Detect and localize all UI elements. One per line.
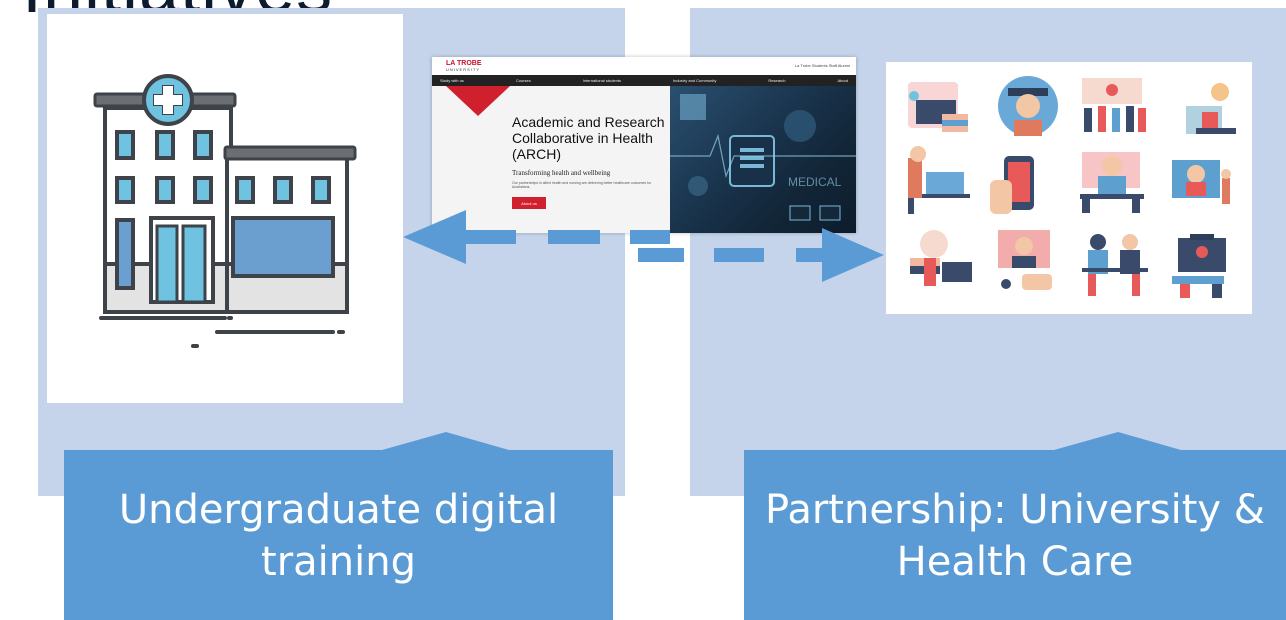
callout-shape [744, 432, 1286, 620]
red-triangle-decoration [446, 86, 510, 116]
website-nav: Study with us Courses International stud… [432, 75, 856, 86]
desk-worker-icon [908, 146, 970, 214]
website-hero-description: Our partnerships in allied health and nu… [512, 181, 652, 189]
overlay-word: MEDICAL [788, 175, 842, 189]
hospital-icon [93, 74, 357, 348]
education-people-icon-grid [908, 76, 1236, 298]
online-class-icon [998, 230, 1052, 290]
graduate-icon [998, 76, 1058, 136]
right-callout: Partnership: University & Health Care [744, 432, 1286, 620]
hospital-card [47, 14, 403, 403]
graduation-screen-icon [1172, 234, 1226, 298]
idea-study-icon [1186, 83, 1236, 134]
website-nav-item: International students [582, 78, 621, 83]
classroom-icon [1082, 78, 1146, 132]
website-nav-item: Courses [515, 78, 531, 83]
left-callout-label: Undergraduate digital training [118, 487, 559, 585]
presentation-icon [1172, 160, 1231, 204]
video-lesson-icon [908, 82, 968, 132]
website-hero-subtitle: Transforming health and wellbeing [512, 169, 611, 177]
study-group-icon [1082, 234, 1148, 296]
left-callout: Undergraduate digital training [64, 432, 613, 620]
website-nav-item: Study with us [440, 78, 464, 83]
group-meeting-icon [1080, 152, 1144, 213]
callout-shape [64, 432, 613, 620]
website-nav-item: Industry and Community [673, 78, 717, 83]
medical-graphic: MEDICAL [670, 94, 856, 221]
website-util-links: La Trobe Students Staff Alumni [794, 63, 850, 68]
mobile-how-to-icon [990, 156, 1034, 214]
website-nav-item: Research [768, 78, 786, 83]
medical-tech-image: MEDICAL [670, 86, 856, 233]
website-about-button: About us [512, 197, 546, 209]
right-callout-label: Partnership: University & Health Care [765, 487, 1265, 585]
tutor-video-icon [910, 230, 972, 286]
website-nav-item: About [837, 78, 848, 83]
website-hero-title: Academic and Research Collaborative in H… [512, 114, 665, 162]
people-grid-card [886, 62, 1252, 314]
